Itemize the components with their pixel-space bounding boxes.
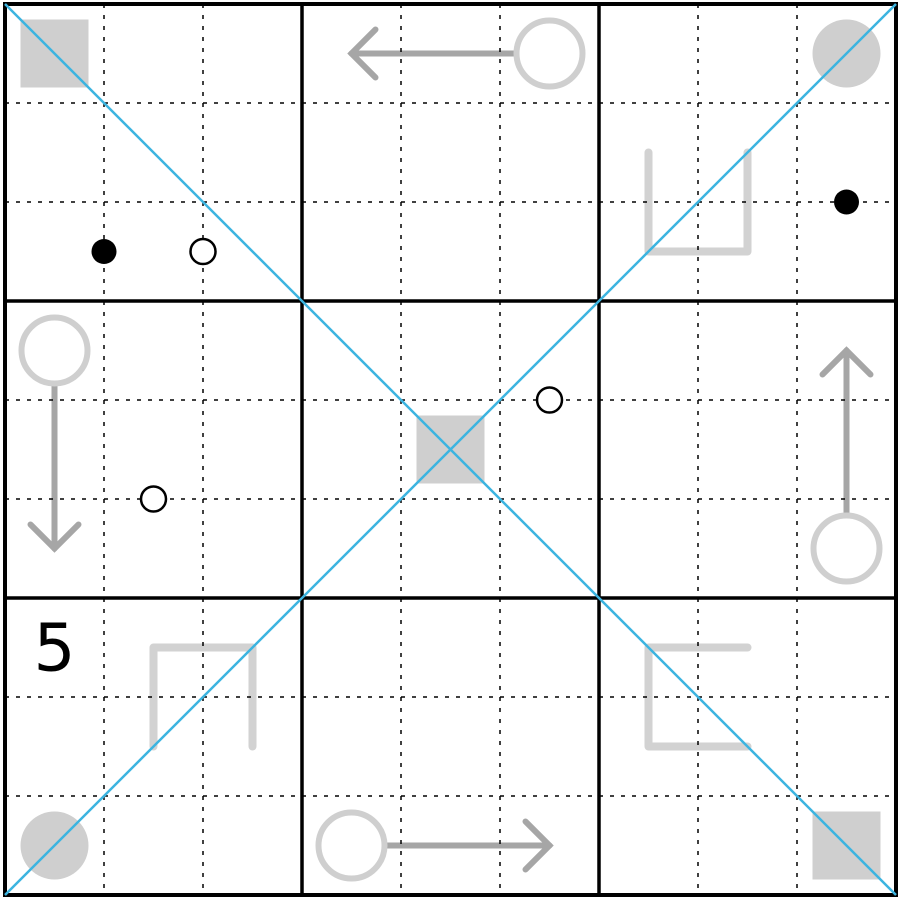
cell-r2c1[interactable] xyxy=(5,103,104,202)
cell-r2c5[interactable] xyxy=(401,103,500,202)
cell-r2c3[interactable] xyxy=(203,103,302,202)
white-dot-1 xyxy=(189,237,217,266)
cell-r4c8[interactable] xyxy=(698,301,797,400)
cell-r5c2[interactable] xyxy=(104,400,203,499)
cell-r4c5[interactable] xyxy=(401,301,500,400)
cell-r5c8[interactable] xyxy=(698,400,797,499)
arrow-bulb xyxy=(513,17,586,90)
line-constraint-1 xyxy=(644,148,752,256)
line-constraints xyxy=(149,148,752,751)
cell-r8c9[interactable] xyxy=(797,697,896,796)
cell-r1c2[interactable] xyxy=(104,4,203,103)
cell-r2c9[interactable] xyxy=(797,103,896,202)
cell-r6c7[interactable] xyxy=(599,499,698,598)
cell-r4c2[interactable] xyxy=(104,301,203,400)
white-dot-3 xyxy=(139,485,168,513)
cell-r8c4[interactable] xyxy=(302,697,401,796)
cell-r9c7[interactable] xyxy=(599,796,698,895)
cell-r6c2[interactable] xyxy=(104,499,203,598)
cell-r9c3[interactable] xyxy=(203,796,302,895)
cell-r7c6[interactable] xyxy=(500,598,599,697)
cell-r3c5[interactable] xyxy=(401,202,500,301)
cell-r3c2[interactable] xyxy=(104,202,203,301)
cell-r6c3[interactable] xyxy=(203,499,302,598)
arrow-constraint-2 xyxy=(18,314,91,553)
anti-diagonal xyxy=(4,3,897,896)
cell-r5c7[interactable] xyxy=(599,400,698,499)
arrow-head xyxy=(347,26,379,81)
arrow-constraint-1 xyxy=(347,17,586,90)
given-digits: 5 xyxy=(34,610,76,687)
arrow-head xyxy=(27,521,82,553)
board-border xyxy=(3,2,898,897)
arrow-constraint-3 xyxy=(810,346,883,585)
cell-r1c3[interactable] xyxy=(203,4,302,103)
cell-r7c4[interactable] xyxy=(302,598,401,697)
white-dot-2 xyxy=(535,386,564,414)
arrow-bulb xyxy=(810,512,883,585)
diagonal-lines xyxy=(4,3,897,896)
cell-r8c5[interactable] xyxy=(401,697,500,796)
cell-r4c7[interactable] xyxy=(599,301,698,400)
cell-r9c8[interactable] xyxy=(698,796,797,895)
cell-r8c1[interactable] xyxy=(5,697,104,796)
line-constraint-3 xyxy=(644,643,752,751)
cell-r3c1[interactable] xyxy=(5,202,104,301)
cell-r4c3[interactable] xyxy=(203,301,302,400)
kropki-dots xyxy=(91,189,859,513)
black-dot-3 xyxy=(834,189,859,215)
cell-r2c4[interactable] xyxy=(302,103,401,202)
cell-r3c4[interactable] xyxy=(302,202,401,301)
cell-r1c7[interactable] xyxy=(599,4,698,103)
arrow-constraint-4 xyxy=(315,809,554,882)
arrow-head xyxy=(819,346,874,378)
cell-r3c9[interactable] xyxy=(797,202,896,301)
cell-r6c8[interactable] xyxy=(698,499,797,598)
black-dot-1 xyxy=(91,239,117,264)
cell-r7c5[interactable] xyxy=(401,598,500,697)
cell-r1c8[interactable] xyxy=(698,4,797,103)
line-constraint-2 xyxy=(149,643,257,751)
cell-r5c6[interactable] xyxy=(500,400,599,499)
cell-r5c4[interactable] xyxy=(302,400,401,499)
cell-r5c3[interactable] xyxy=(203,400,302,499)
given-digit-r7c1: 5 xyxy=(34,610,76,687)
arrow-bulb xyxy=(315,809,388,882)
arrow-constraints xyxy=(18,17,883,882)
cell-r8c6[interactable] xyxy=(500,697,599,796)
arrow-bulb xyxy=(18,314,91,387)
cell-r3c6[interactable] xyxy=(500,202,599,301)
cell-r7c9[interactable] xyxy=(797,598,896,697)
cell-r9c2[interactable] xyxy=(104,796,203,895)
grid-lines xyxy=(3,2,898,897)
cell-r2c6[interactable] xyxy=(500,103,599,202)
cell-r6c5[interactable] xyxy=(401,499,500,598)
arrow-head xyxy=(522,818,554,873)
